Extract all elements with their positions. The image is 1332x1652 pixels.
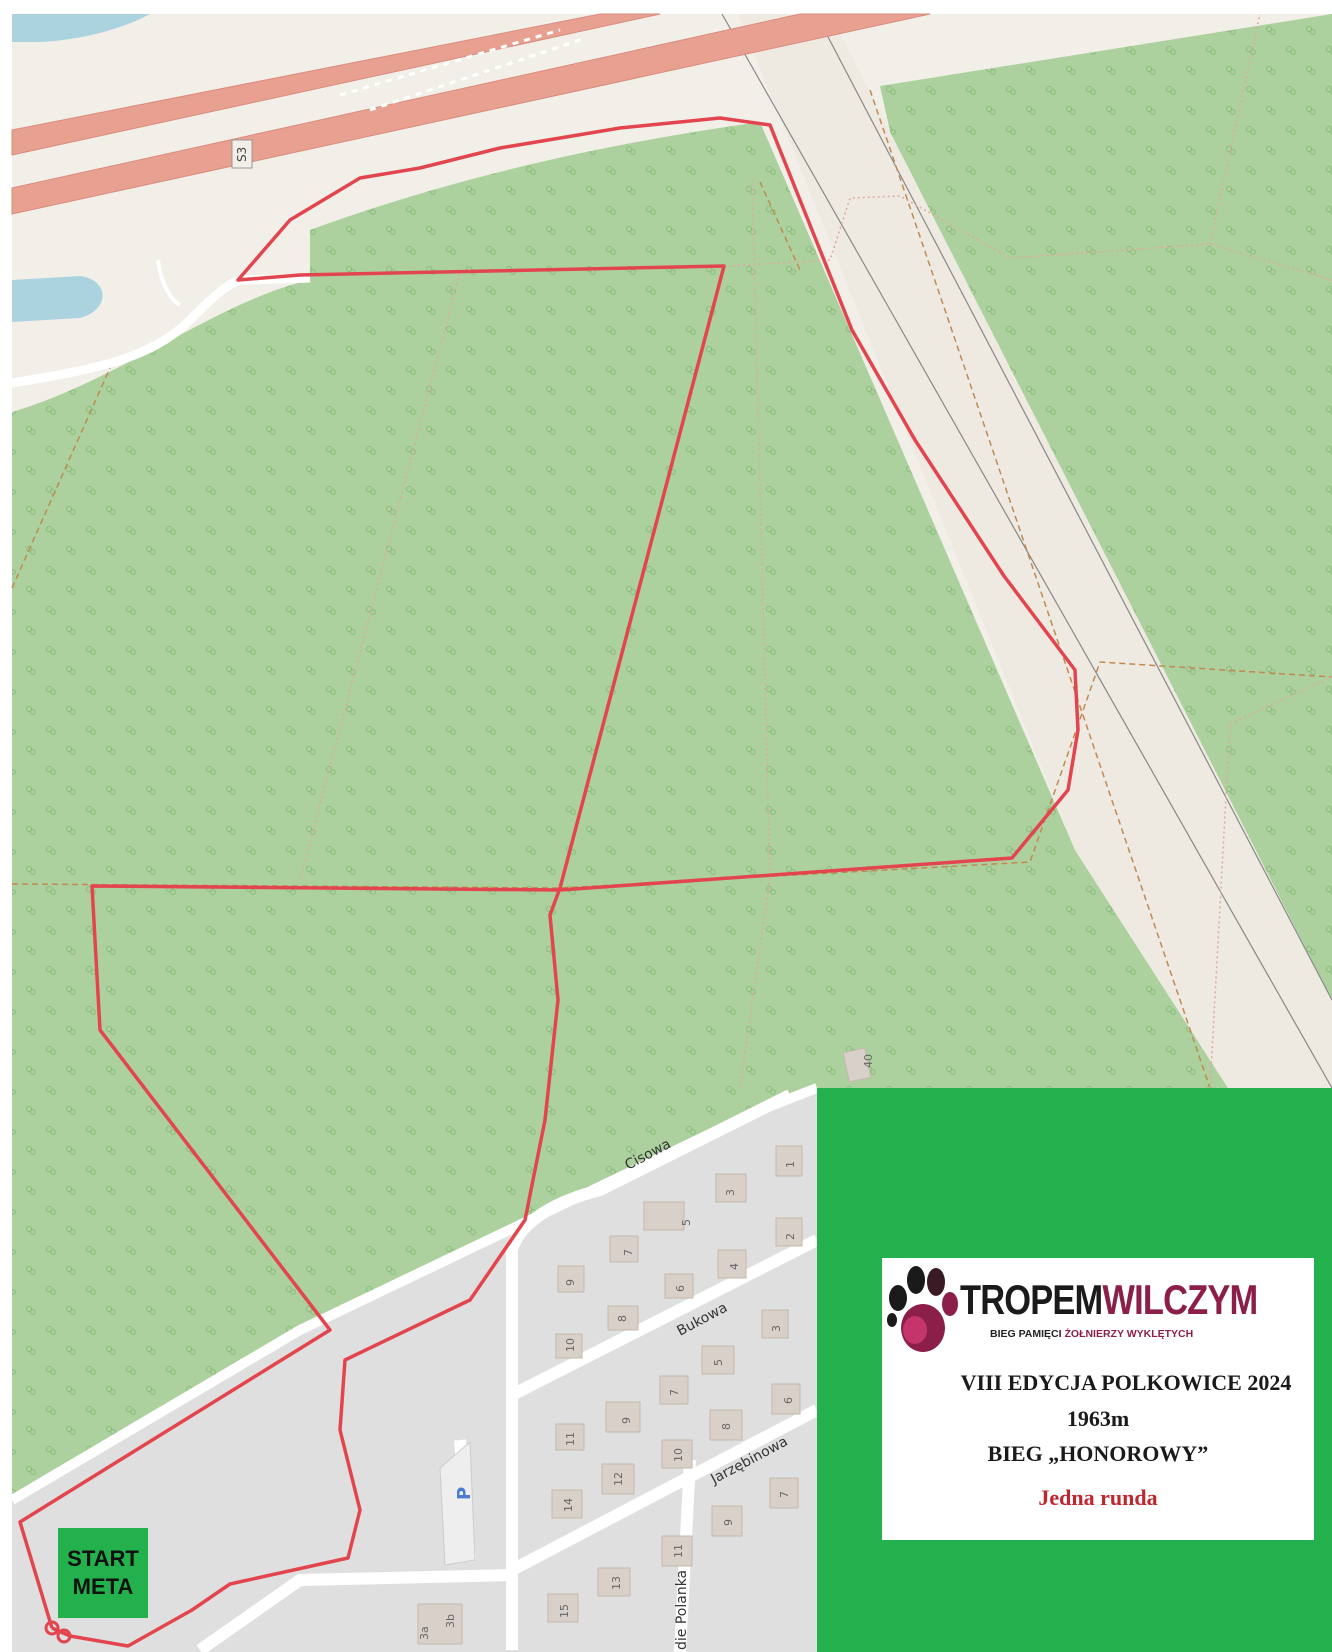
road-nw bbox=[11, 273, 311, 388]
map-frame-top bbox=[0, 0, 1332, 14]
svg-text:3b: 3b bbox=[444, 1614, 457, 1628]
house-numbers: 40 1 3 5 2 7 4 9 6 8 3 5 10 7 6 9 8 11 1… bbox=[418, 1054, 875, 1640]
svg-text:10: 10 bbox=[672, 1448, 685, 1462]
parking-symbol: P bbox=[454, 1487, 475, 1500]
wolf-paw-icon bbox=[887, 1266, 958, 1352]
brand-name-part2: WILCZYM bbox=[1102, 1276, 1258, 1323]
road-nw-spur bbox=[156, 259, 182, 307]
svg-text:40: 40 bbox=[862, 1054, 875, 1068]
svg-text:7: 7 bbox=[778, 1491, 791, 1498]
svg-text:7: 7 bbox=[668, 1389, 681, 1396]
route-outer-loop bbox=[18, 116, 1080, 1648]
svg-text:10: 10 bbox=[564, 1338, 577, 1352]
forest-main bbox=[12, 122, 1228, 1500]
svg-text:9: 9 bbox=[722, 1519, 735, 1526]
finish-label: META bbox=[72, 1574, 134, 1599]
svg-text:9: 9 bbox=[564, 1279, 577, 1286]
rail-line-1 bbox=[721, 13, 1332, 1089]
info-card: TROPEMWILCZYM BIEG PAMIĘCI ŻOŁNIERZY WYK… bbox=[882, 1258, 1314, 1540]
svg-text:5: 5 bbox=[680, 1219, 693, 1226]
start-finish-label: START META bbox=[58, 1528, 148, 1618]
buildings bbox=[417, 1047, 872, 1645]
water-pond-top bbox=[12, 14, 150, 42]
svg-text:6: 6 bbox=[782, 1397, 795, 1404]
road-ref-shield bbox=[231, 139, 253, 169]
race-name-text: BIEG „HONOROWY” bbox=[987, 1441, 1209, 1466]
svg-text:13: 13 bbox=[610, 1576, 623, 1590]
brand-tagline: BIEG PAMIĘCI ŻOŁNIERZY WYKLĘTYCH bbox=[990, 1328, 1193, 1340]
road-ref-label: S3 bbox=[235, 147, 249, 162]
start-label: START bbox=[67, 1546, 139, 1571]
water-pond-left bbox=[12, 276, 103, 322]
svg-text:15: 15 bbox=[558, 1604, 571, 1618]
distance-text: 1963m bbox=[1066, 1406, 1130, 1431]
street-label-polanka: die Polanka bbox=[674, 1570, 690, 1650]
laps-text: Jedna runda bbox=[1038, 1485, 1158, 1510]
svg-text:6: 6 bbox=[674, 1285, 687, 1292]
edition-text: VIII EDYCJA POLKOWICE 2024 bbox=[960, 1370, 1292, 1395]
svg-text:8: 8 bbox=[616, 1315, 629, 1322]
svg-text:4: 4 bbox=[728, 1263, 741, 1270]
svg-text:12: 12 bbox=[612, 1472, 625, 1486]
brand-name: TROPEMWILCZYM bbox=[960, 1276, 1258, 1324]
rail-line-2 bbox=[815, 13, 1332, 1001]
brand-name-part1: TROPEM bbox=[960, 1276, 1103, 1323]
svg-text:14: 14 bbox=[562, 1498, 575, 1512]
road-corridor bbox=[738, 14, 1332, 1088]
svg-text:7: 7 bbox=[622, 1249, 635, 1256]
svg-text:11: 11 bbox=[672, 1544, 685, 1558]
svg-text:1: 1 bbox=[784, 1161, 797, 1168]
svg-text:8: 8 bbox=[720, 1423, 733, 1430]
svg-text:9: 9 bbox=[620, 1417, 633, 1424]
tagline-part2: ŻOŁNIERZY WYKLĘTYCH bbox=[1064, 1328, 1194, 1340]
svg-text:2: 2 bbox=[784, 1233, 797, 1240]
map-frame-left bbox=[0, 0, 12, 1652]
start-marker bbox=[44, 1620, 60, 1636]
svg-text:3: 3 bbox=[724, 1189, 737, 1196]
forest-paths bbox=[11, 13, 1332, 1089]
svg-text:11: 11 bbox=[564, 1432, 577, 1446]
event-logo: TROPEMWILCZYM BIEG PAMIĘCI ŻOŁNIERZY WYK… bbox=[882, 1258, 1314, 1366]
tagline-part1: BIEG PAMIĘCI bbox=[990, 1328, 1065, 1340]
svg-text:3a: 3a bbox=[418, 1626, 431, 1640]
finish-marker bbox=[56, 1628, 72, 1644]
parking-lot bbox=[439, 1440, 476, 1566]
race-route bbox=[18, 116, 1080, 1648]
info-panel: TROPEMWILCZYM BIEG PAMIĘCI ŻOŁNIERZY WYK… bbox=[817, 1088, 1332, 1652]
svg-text:3: 3 bbox=[770, 1325, 783, 1332]
svg-text:5: 5 bbox=[712, 1359, 725, 1366]
